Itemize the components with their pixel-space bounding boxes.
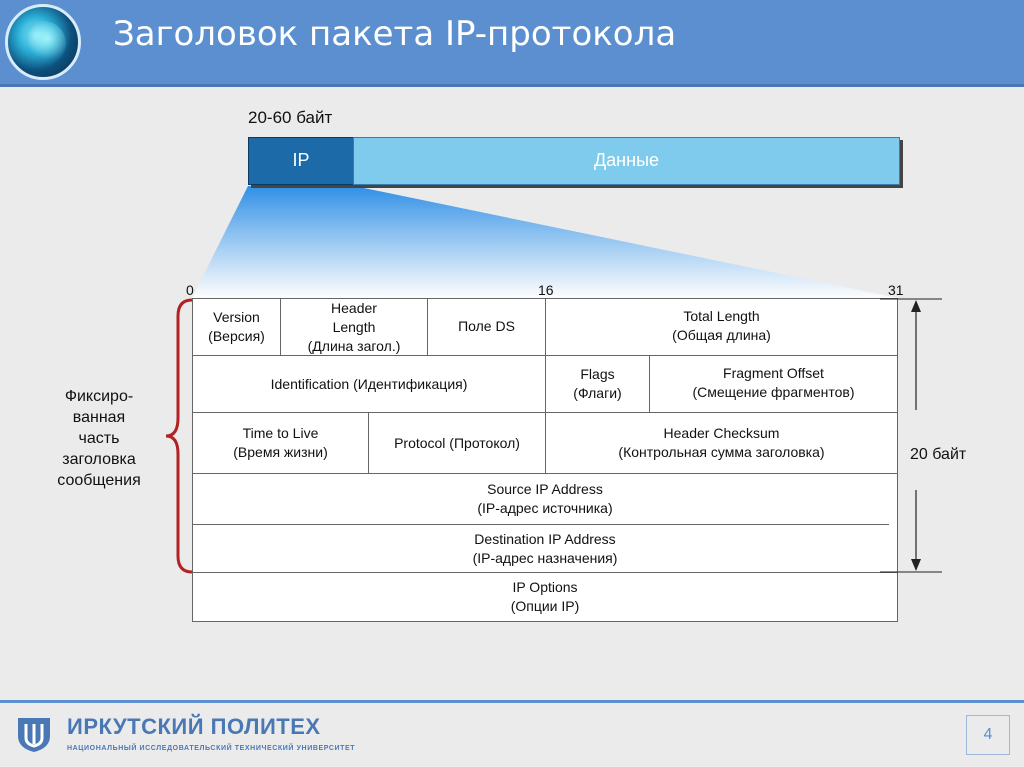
fixed-size-label: 20 байт (910, 446, 966, 464)
ip-header-block: IP (248, 137, 354, 185)
fixed-part-brace (160, 298, 200, 578)
page-number: 4 (966, 715, 1010, 755)
bit-0-label: 0 (186, 282, 194, 298)
field-protocol: Protocol (Протокол) (369, 413, 546, 474)
packet-size-label: 20-60 байт (248, 108, 332, 128)
fixed-part-label: Фиксиро- ванная часть заголовка сообщени… (34, 386, 164, 491)
field-ip-options: IP Options(Опции IP) (193, 573, 897, 621)
data-block: Данные (353, 137, 900, 185)
university-shield-icon (14, 714, 54, 754)
university-name: ИРКУТСКИЙ ПОЛИТЕХ (67, 714, 321, 740)
field-flags: Flags(Флаги) (546, 356, 650, 413)
field-total-length: Total Length(Общая длина) (546, 299, 897, 356)
field-ds: Поле DS (428, 299, 546, 356)
field-source-ip: Source IP Address(IP-адрес источника) (193, 474, 897, 524)
university-subtitle: НАЦИОНАЛЬНЫЙ ИССЛЕДОВАТЕЛЬСКИЙ ТЕХНИЧЕСК… (67, 745, 355, 752)
field-version: Version(Версия) (193, 299, 281, 356)
field-ttl: Time to Live(Время жизни) (193, 413, 369, 474)
bit-16-label: 16 (538, 282, 554, 298)
field-destination-ip: Destination IP Address(IP-адрес назначен… (193, 525, 897, 573)
fixed-size-arrow (880, 290, 950, 580)
field-header-checksum: Header Checksum(Контрольная сумма заголо… (546, 413, 897, 474)
footer-divider (0, 700, 1024, 703)
field-fragment-offset: Fragment Offset(Смещение фрагментов) (650, 356, 897, 413)
field-identification: Identification (Идентификация) (193, 356, 546, 413)
